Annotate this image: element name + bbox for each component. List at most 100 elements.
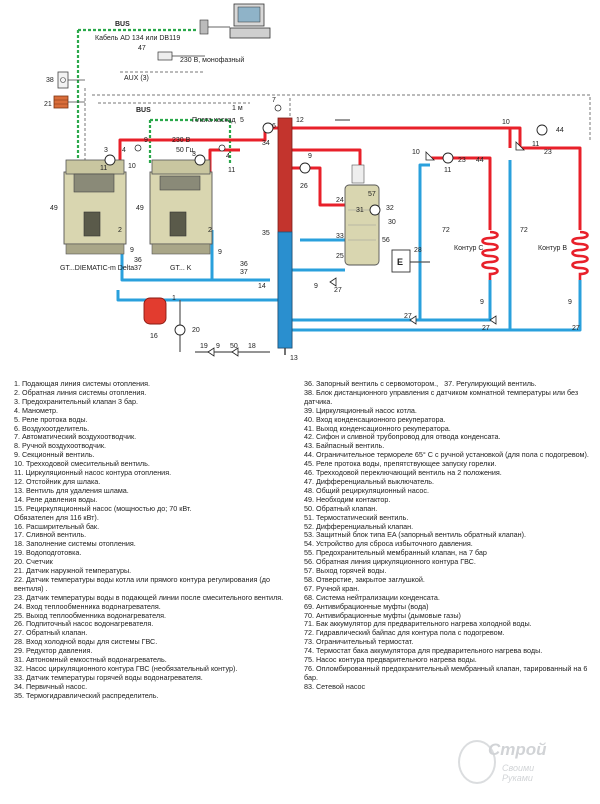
cold-water-inlet-box bbox=[391, 249, 411, 273]
legend-item: 23. Датчик температуры воды в подающей л… bbox=[14, 592, 284, 602]
watermark-sub2: Руками bbox=[502, 773, 533, 783]
label-contour-c: Контур С bbox=[454, 245, 483, 252]
legend-item: 4. Манометр. bbox=[14, 405, 59, 415]
pumps bbox=[104, 122, 548, 336]
label-bus-top: BUS bbox=[115, 21, 130, 28]
label-power: 230 В, монофазный bbox=[180, 56, 244, 64]
label-27c: 27 bbox=[482, 325, 490, 332]
legend-item: 50. Обратный клапан. bbox=[304, 503, 378, 513]
legend-item: 15. Рециркуляционный насос (мощностью до… bbox=[14, 503, 192, 513]
label-34: 34 bbox=[262, 140, 270, 147]
legend-item: 18. Заполнение системы отопления. bbox=[14, 539, 136, 549]
label-boiler2: GT... K bbox=[170, 265, 192, 272]
label-contour-b: Контур В bbox=[538, 245, 567, 252]
label-4a: 4 bbox=[122, 147, 126, 154]
hydraulic-distributor bbox=[277, 117, 293, 355]
auxiliary-lines bbox=[179, 119, 430, 353]
legend-item: 27. Обратный клапан. bbox=[14, 628, 88, 638]
legend-item: 31. Автономный емкостный водонагреватель… bbox=[14, 655, 167, 665]
label-14: 14 bbox=[258, 283, 266, 290]
diagram-labels: BUS Кабель AD 134 или DB119 47 230 В, мо… bbox=[44, 21, 580, 362]
label-25: 25 bbox=[336, 253, 344, 260]
legend-item: 49. Необходим контактор. bbox=[304, 494, 391, 504]
legend-item: 25. Выход теплообменника водонагревателя… bbox=[14, 610, 166, 620]
legend-item: 69. Антивибрационные муфты (вода) bbox=[304, 601, 429, 611]
legend-item: 38. Блок дистанционного управления с дат… bbox=[304, 387, 581, 406]
legend-item: 40. Вход конденсационного рекуператора. bbox=[304, 414, 446, 424]
legend-item: 11. Циркуляционный насос контура отоплен… bbox=[14, 468, 172, 478]
label-49a: 49 bbox=[50, 205, 58, 212]
label-10b: 10 bbox=[412, 149, 420, 156]
manometers bbox=[134, 104, 282, 152]
legend-item: 56. Обратная линия циркуляционного конту… bbox=[304, 557, 476, 567]
legend-item: 19. Водоподготовка. bbox=[14, 548, 82, 558]
label-10c: 10 bbox=[502, 119, 510, 126]
label-35: 35 bbox=[262, 230, 270, 237]
watermark-main-text: Строй bbox=[488, 740, 547, 759]
label-aux: AUX (3) bbox=[124, 75, 149, 82]
label-3a: 3 bbox=[104, 147, 108, 154]
legend-item: 12. Отстойник для шлака. bbox=[14, 476, 101, 486]
legend-item: 29. Редуктор давления. bbox=[14, 646, 93, 656]
label-30: 30 bbox=[388, 219, 396, 226]
label-28: 28 bbox=[414, 247, 422, 254]
label-6: 6 bbox=[272, 123, 276, 130]
label-e: E bbox=[397, 257, 403, 267]
legend-item: 3. Предохранительный клапан 3 бар. bbox=[14, 396, 138, 406]
legend-item: 39. Циркуляционный насос котла. bbox=[304, 405, 417, 415]
legend-item: 2. Обратная линия системы отопления. bbox=[14, 387, 147, 397]
legend-item: 24. Вход теплообменника водонагревателя. bbox=[14, 601, 161, 611]
label-bus-mid: BUS bbox=[136, 107, 151, 114]
label-19: 19 bbox=[200, 343, 208, 350]
legend-right-column: 36. Запорный вентиль с сервомотором., 37… bbox=[304, 379, 594, 692]
label-cascade: Плата каскад bbox=[192, 117, 236, 124]
label-11b: 11 bbox=[228, 167, 235, 174]
label-47: 47 bbox=[138, 45, 146, 52]
label-13: 13 bbox=[290, 355, 298, 362]
legend-item: 17. Сливной вентиль. bbox=[14, 530, 87, 540]
legend-item: 9. Секционный вентиль. bbox=[14, 450, 95, 460]
label-11d: 11 bbox=[532, 141, 539, 148]
legend-item: 71. Бак аккумулятор для предварительного… bbox=[304, 619, 532, 629]
watermark-circle-icon bbox=[458, 740, 496, 784]
label-27a: 27 bbox=[334, 287, 342, 294]
bus-lines bbox=[76, 28, 232, 165]
legend-item: 43. Байпасный вентиль. bbox=[304, 441, 385, 451]
legend-item: 68. Система нейтрализации конденсата. bbox=[304, 592, 440, 602]
legend-item: 28. Вход холодной воды для системы ГВС. bbox=[14, 637, 158, 647]
legend-item: 22. Датчик температуры воды котла или пр… bbox=[14, 574, 272, 593]
label-27d: 27 bbox=[572, 325, 580, 332]
legend-item: 67. Ручной кран. bbox=[304, 583, 360, 593]
label-9g: 9 bbox=[568, 299, 572, 306]
label-4b: 4 bbox=[226, 153, 230, 160]
label-5: 5 bbox=[240, 117, 244, 124]
legend-item: 76. Опломбированный предохранительный ме… bbox=[304, 664, 590, 682]
boiler-k bbox=[149, 159, 213, 255]
legend-item: 70. Антивибрационные муфты (дымовые газы… bbox=[304, 610, 461, 620]
label-32: 32 bbox=[386, 205, 394, 212]
label-56: 56 bbox=[382, 237, 390, 244]
label-10a: 10 bbox=[128, 163, 136, 170]
legend-item: 35. Термогидравлический распределитель. bbox=[14, 690, 159, 700]
remote-control-unit bbox=[57, 71, 69, 89]
label-2b: 2 bbox=[208, 227, 212, 234]
legend-item: 51. Термостатический вентиль. bbox=[304, 512, 409, 522]
label-57: 57 bbox=[368, 191, 376, 198]
label-9d: 9 bbox=[308, 153, 312, 160]
label-1: 1 bbox=[172, 295, 176, 302]
label-50hz: 50 Гц bbox=[176, 147, 194, 154]
legend-item: 72. Гидравлический байпас для контура по… bbox=[304, 628, 505, 638]
underfloor-coil-c bbox=[481, 230, 499, 280]
watermark-logo: Строй Своими Руками bbox=[458, 736, 578, 796]
label-9e: 9 bbox=[314, 283, 318, 290]
label-21: 21 bbox=[44, 101, 52, 108]
label-12: 12 bbox=[296, 117, 304, 124]
label-18: 18 bbox=[248, 343, 256, 350]
label-11c: 11 bbox=[444, 167, 451, 174]
legend-item: Обязателен для 116 кВт). bbox=[14, 512, 99, 522]
legend-item: 73. Ограничительный термостат. bbox=[304, 637, 414, 647]
legend-item: 48. Общий рециркуляционный насос. bbox=[304, 485, 429, 495]
label-9f: 9 bbox=[480, 299, 484, 306]
boiler-diematic bbox=[63, 159, 127, 255]
label-36b: 36 bbox=[240, 261, 248, 268]
